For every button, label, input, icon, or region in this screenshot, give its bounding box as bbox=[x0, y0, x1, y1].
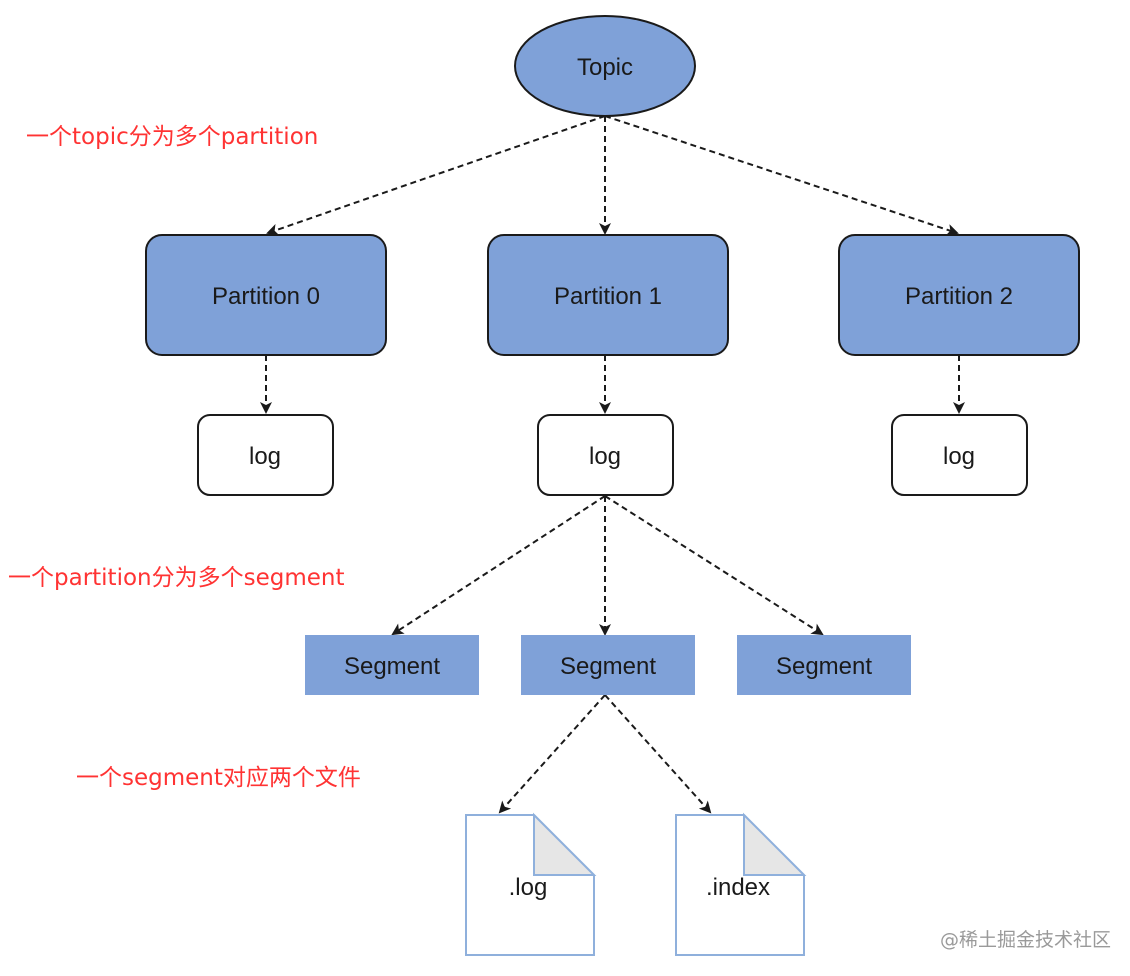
partition-box bbox=[145, 234, 387, 356]
edge-segment-file-log bbox=[498, 694, 606, 814]
log-box bbox=[197, 414, 334, 496]
segment-label: Segment bbox=[344, 653, 440, 680]
edges bbox=[260, 115, 965, 814]
log-node-1: log bbox=[537, 414, 674, 496]
partition-node-2: Partition 2 bbox=[838, 234, 1080, 356]
segment-box bbox=[737, 635, 911, 695]
log-label: log bbox=[943, 443, 975, 470]
segment-label: Segment bbox=[776, 653, 872, 680]
segment-label: Segment bbox=[560, 653, 656, 680]
topic-ellipse bbox=[514, 15, 696, 117]
file-node-log: .log bbox=[465, 812, 597, 956]
segment-node-0: Segment bbox=[305, 635, 479, 695]
log-node-2: log bbox=[891, 414, 1028, 496]
segment-box bbox=[521, 635, 695, 695]
edge-log-segment-2 bbox=[604, 495, 824, 636]
log-label: log bbox=[589, 443, 621, 470]
topic-node: Topic bbox=[514, 15, 696, 117]
log-label: log bbox=[249, 443, 281, 470]
file-label: .index bbox=[706, 874, 770, 901]
segment-node-1: Segment bbox=[521, 635, 695, 695]
segment-box bbox=[305, 635, 479, 695]
partition-annotation: 一个partition分为多个segment bbox=[8, 565, 345, 591]
topic-label: Topic bbox=[577, 54, 633, 81]
partition-label: Partition 1 bbox=[554, 283, 662, 310]
segment-annotation: 一个segment对应两个文件 bbox=[76, 765, 361, 791]
file-fold-icon bbox=[533, 812, 597, 876]
file-label: .log bbox=[509, 874, 548, 901]
edge-topic-partition-2 bbox=[604, 115, 959, 236]
log-node-0: log bbox=[197, 414, 334, 496]
edge-segment-file-index bbox=[604, 694, 712, 814]
partition-box bbox=[487, 234, 729, 356]
partition-box bbox=[838, 234, 1080, 356]
file-node-index: .index bbox=[675, 812, 807, 956]
file-fold-icon bbox=[743, 812, 807, 876]
log-box bbox=[537, 414, 674, 496]
partition-node-1: Partition 1 bbox=[487, 234, 729, 356]
edge-topic-partition-0 bbox=[266, 115, 606, 236]
partition-label: Partition 2 bbox=[905, 283, 1013, 310]
topic-annotation: 一个topic分为多个partition bbox=[26, 124, 318, 150]
partition-label: Partition 0 bbox=[212, 283, 320, 310]
partition-node-0: Partition 0 bbox=[145, 234, 387, 356]
watermark: @稀土掘金技术社区 bbox=[940, 929, 1111, 951]
edge-log-segment-0 bbox=[391, 495, 606, 636]
log-box bbox=[891, 414, 1028, 496]
segment-node-2: Segment bbox=[737, 635, 911, 695]
